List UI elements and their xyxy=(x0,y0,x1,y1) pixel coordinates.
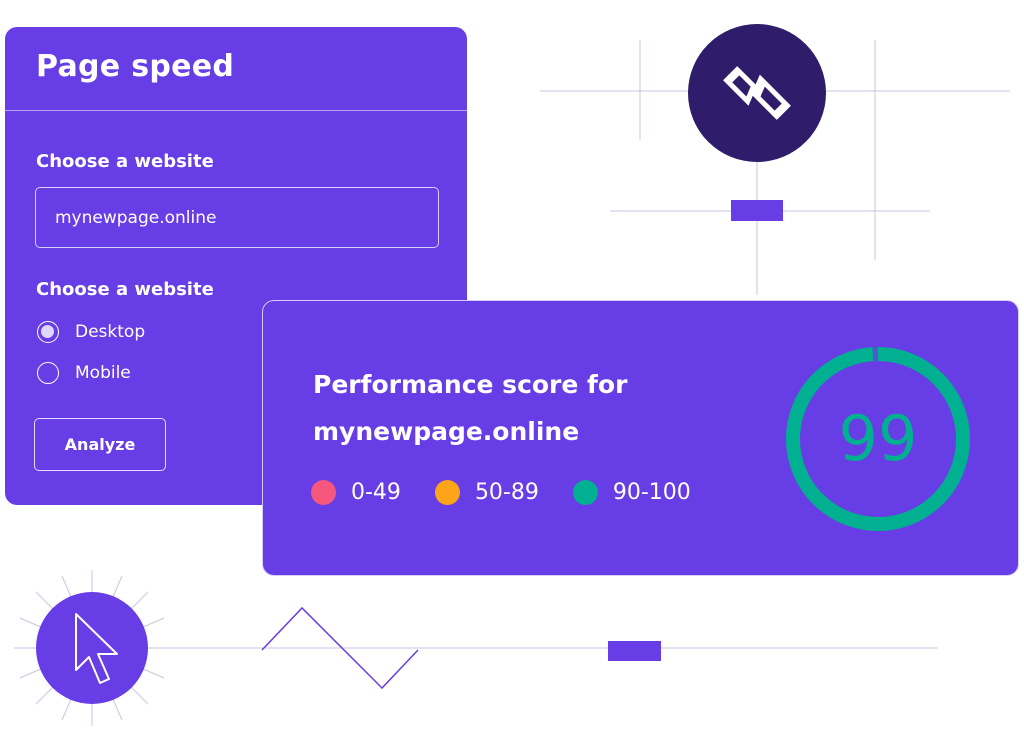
legend-text-low: 0-49 xyxy=(351,480,401,505)
score-value: 99 xyxy=(839,402,918,475)
legend-text-mid: 50-89 xyxy=(474,480,539,505)
radio-desktop-label: Desktop xyxy=(75,322,146,342)
radio-mobile[interactable]: Mobile xyxy=(37,362,131,384)
performance-card: Performance score for mynewpage.online 0… xyxy=(262,300,1019,576)
brand-logo xyxy=(688,24,826,162)
legend-item-mid: 50-89 xyxy=(434,480,539,505)
radio-checked-icon[interactable] xyxy=(37,321,59,343)
performance-title-url: mynewpage.online xyxy=(313,417,580,446)
lightning-bolt-logo-icon xyxy=(723,66,791,120)
legend-item-high: 90-100 xyxy=(572,480,691,505)
legend-dot-low xyxy=(311,480,336,505)
legend-text-high: 90-100 xyxy=(612,480,691,505)
radio-unchecked-icon[interactable] xyxy=(37,362,59,384)
connector-block xyxy=(731,200,783,221)
legend-item-low: 0-49 xyxy=(311,480,401,505)
performance-title-line1: Performance score for xyxy=(313,370,628,399)
website-label: Choose a website xyxy=(36,151,214,172)
connector-block xyxy=(608,641,661,661)
mouse-pointer-icon xyxy=(75,613,118,684)
legend-dot-mid xyxy=(434,480,460,505)
performance-title: Performance score for mynewpage.online xyxy=(313,361,733,455)
page-speed-title: Page speed xyxy=(36,49,235,84)
cursor-circle xyxy=(36,592,148,704)
score-legend: 0-49 50-89 90-100 xyxy=(311,480,725,505)
score-gauge: 99 xyxy=(786,347,970,531)
device-label: Choose a website xyxy=(36,279,214,300)
analyze-button[interactable]: Analyze xyxy=(34,418,166,471)
radio-desktop[interactable]: Desktop xyxy=(37,321,145,343)
website-input[interactable] xyxy=(35,187,439,248)
gauge-arc xyxy=(786,347,970,531)
card-header: Page speed xyxy=(5,27,467,111)
legend-dot-high xyxy=(572,480,598,505)
radio-mobile-label: Mobile xyxy=(75,363,131,383)
